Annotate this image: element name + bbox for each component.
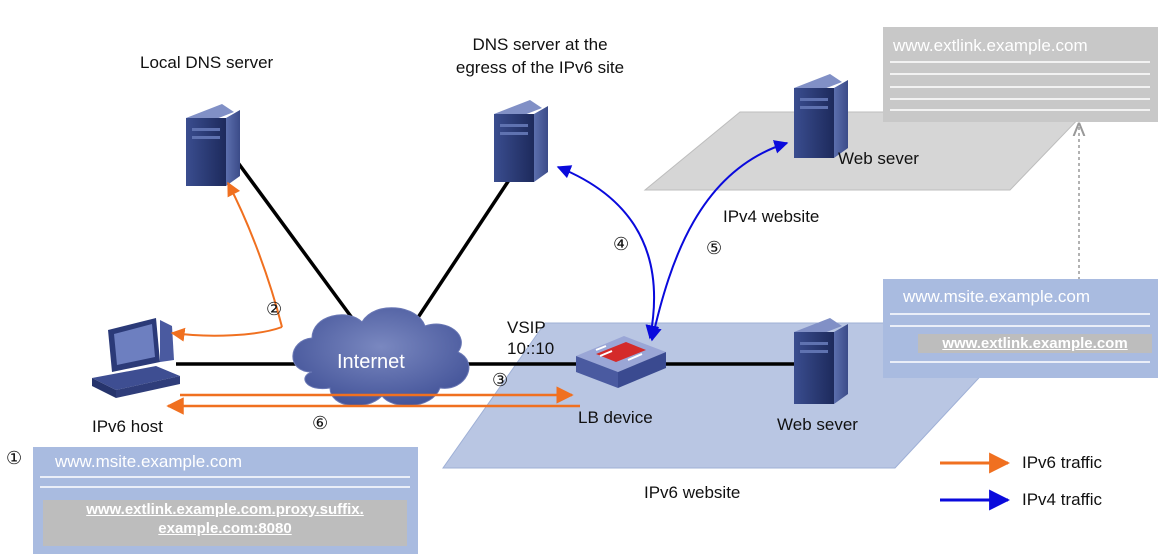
ipv6-host-computer-icon [92,318,180,398]
ipv4-website-label: IPv4 website [723,207,820,226]
ipv6-website-label: IPv6 website [644,483,741,502]
step4-marker: ④ [613,234,630,255]
lb-device-icon [576,336,666,388]
extlink-page-title: www.extlink.example.com [893,36,1088,55]
egress-dns-label-line2: egress of the IPv6 site [455,58,625,77]
web-server-ipv6-icon [794,318,848,404]
web-server-ipv4-icon [794,74,848,158]
msite-bottom-page-link-line2[interactable]: example.com:8080 [43,519,407,546]
step5-marker: ⑤ [706,238,723,259]
legend-ipv4-label: IPv4 traffic [1022,490,1102,509]
step4-arrow [556,165,660,340]
web-server-ipv4-label: Web sever [838,149,919,168]
extlink-page-panel [883,27,1158,122]
egress-dns-server-icon [494,100,548,182]
msite-right-page-title: www.msite.example.com [903,287,1091,306]
network-links [176,158,800,366]
local-dns-server-icon [186,104,240,186]
step1-marker: ① [6,448,23,469]
step2-arrow-dns [227,181,283,328]
step2-arrow-host [170,326,283,342]
step5-arrow [647,140,789,342]
step2-marker: ② [266,299,283,320]
msite-right-page-panel [883,279,1158,378]
vsip-label-line2: 10::10 [507,339,555,358]
ipv6-host-label: IPv6 host [92,417,163,436]
msite-bottom-page-link-line1[interactable]: www.extlink.example.com.proxy.suffix. [43,500,407,519]
msite-right-page-link[interactable]: www.extlink.example.com [918,334,1152,353]
web-server-ipv6-label: Web sever [777,415,858,434]
local-dns-label: Local DNS server [140,53,274,72]
egress-dns-label-line1: DNS server at the [472,35,608,54]
internet-label: Internet [337,351,405,373]
step3-marker: ③ [492,370,509,391]
msite-bottom-page-title: www.msite.example.com [55,452,243,471]
legend-ipv6-label: IPv6 traffic [1022,453,1102,472]
step6-marker: ⑥ [312,413,329,434]
vsip-label-line1: VSIP [507,318,546,337]
lb-device-label: LB device [578,408,653,427]
